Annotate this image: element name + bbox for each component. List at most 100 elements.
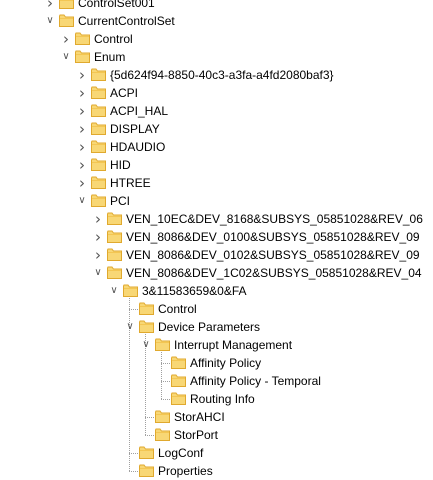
tree-item[interactable]: › HTREE bbox=[0, 174, 433, 192]
tree-item[interactable]: ∨ PCI bbox=[0, 192, 433, 210]
folder-icon bbox=[59, 14, 74, 27]
tree-item[interactable]: › VEN_10EC&DEV_8168&SUBSYS_05851028&REV_0… bbox=[0, 210, 433, 228]
tree-item[interactable]: Properties bbox=[0, 462, 433, 480]
tree-item-label: ACPI_HAL bbox=[110, 104, 169, 118]
tree-guide-line bbox=[129, 309, 138, 310]
folder-icon bbox=[139, 320, 154, 333]
tree-item[interactable]: StorAHCI bbox=[0, 408, 433, 426]
folder-icon bbox=[91, 194, 106, 207]
folder-icon bbox=[155, 428, 170, 441]
tree-guide-line bbox=[145, 435, 154, 436]
tree-item[interactable]: › DISPLAY bbox=[0, 120, 433, 138]
tree-guide-line bbox=[161, 363, 170, 364]
tree-item[interactable]: Affinity Policy - Temporal bbox=[0, 372, 433, 390]
chevron-down-icon[interactable]: ∨ bbox=[46, 15, 54, 26]
tree-item[interactable]: ∨ VEN_8086&DEV_1C02&SUBSYS_05851028&REV_0… bbox=[0, 264, 433, 282]
tree-item[interactable]: › ACPI bbox=[0, 84, 433, 102]
folder-icon bbox=[171, 356, 186, 369]
tree-item-label: VEN_8086&DEV_1C02&SUBSYS_05851028&REV_04 bbox=[126, 266, 422, 280]
tree-item-label: Enum bbox=[94, 50, 126, 64]
folder-icon bbox=[91, 104, 106, 117]
chevron-right-icon[interactable]: › bbox=[79, 102, 85, 120]
tree-item-label: HTREE bbox=[110, 176, 151, 190]
tree-item-label: PCI bbox=[110, 194, 131, 208]
chevron-down-icon[interactable]: ∨ bbox=[126, 321, 134, 332]
chevron-down-icon[interactable]: ∨ bbox=[78, 195, 86, 206]
chevron-down-icon[interactable]: ∨ bbox=[110, 285, 118, 296]
tree-item[interactable]: ∨ Interrupt Management bbox=[0, 336, 433, 354]
folder-icon bbox=[91, 86, 106, 99]
tree-item[interactable]: StorPort bbox=[0, 426, 433, 444]
tree-item[interactable]: › ACPI_HAL bbox=[0, 102, 433, 120]
chevron-down-icon[interactable]: ∨ bbox=[142, 339, 150, 350]
tree-item[interactable]: › VEN_8086&DEV_0102&SUBSYS_05851028&REV_0… bbox=[0, 246, 433, 264]
tree-item[interactable]: ∨ CurrentControlSet bbox=[0, 12, 433, 30]
tree-item-label: ACPI bbox=[110, 86, 139, 100]
tree-item-label: Interrupt Management bbox=[174, 338, 293, 352]
tree-item-label: HID bbox=[110, 158, 131, 172]
folder-icon bbox=[155, 338, 170, 351]
tree-guide-line bbox=[161, 399, 170, 400]
tree-guide-line bbox=[161, 352, 162, 399]
tree-item[interactable]: ∨3&11583659&0&FA bbox=[0, 282, 433, 300]
chevron-right-icon[interactable]: › bbox=[79, 120, 85, 138]
tree-item-label: StorAHCI bbox=[174, 410, 225, 424]
folder-icon bbox=[91, 158, 106, 171]
chevron-right-icon[interactable]: › bbox=[95, 246, 101, 264]
tree-item-label: Control bbox=[158, 302, 197, 316]
tree-item[interactable]: Routing Info bbox=[0, 390, 433, 408]
chevron-right-icon[interactable]: › bbox=[79, 138, 85, 156]
chevron-right-icon[interactable]: › bbox=[79, 84, 85, 102]
tree-item-label: VEN_8086&DEV_0102&SUBSYS_05851028&REV_09 bbox=[126, 248, 420, 262]
folder-icon bbox=[123, 284, 138, 297]
folder-icon bbox=[75, 32, 90, 45]
tree-item[interactable]: › {5d624f94-8850-40c3-a3fa-a4fd2080baf3} bbox=[0, 66, 433, 84]
folder-icon bbox=[91, 68, 106, 81]
tree-guide-line bbox=[129, 453, 138, 454]
tree-item[interactable]: ∨ Enum bbox=[0, 48, 433, 66]
tree-item[interactable]: › HID bbox=[0, 156, 433, 174]
folder-icon bbox=[171, 374, 186, 387]
tree-item-label: {5d624f94-8850-40c3-a3fa-a4fd2080baf3} bbox=[110, 68, 334, 82]
tree-item-label: StorPort bbox=[174, 428, 219, 442]
chevron-right-icon[interactable]: › bbox=[79, 156, 85, 174]
tree-guide-line bbox=[129, 298, 130, 471]
folder-icon bbox=[91, 176, 106, 189]
folder-icon bbox=[155, 410, 170, 423]
chevron-down-icon[interactable]: ∨ bbox=[94, 267, 102, 278]
tree-item-label: CurrentControlSet bbox=[78, 14, 175, 28]
tree-guide-line bbox=[129, 471, 138, 472]
folder-icon bbox=[107, 266, 122, 279]
tree-item-label: Affinity Policy bbox=[190, 356, 262, 370]
tree-item-label: ControlSet001 bbox=[78, 0, 155, 10]
chevron-right-icon[interactable]: › bbox=[95, 228, 101, 246]
folder-icon bbox=[75, 50, 90, 63]
tree-guide-line bbox=[145, 334, 146, 435]
folder-icon bbox=[171, 392, 186, 405]
tree-item[interactable]: ›VEN_8086&DEV_0100&SUBSYS_05851028&REV_0… bbox=[0, 228, 433, 246]
chevron-right-icon[interactable]: › bbox=[79, 66, 85, 84]
tree-item[interactable]: LogConf bbox=[0, 444, 433, 462]
chevron-down-icon[interactable]: ∨ bbox=[62, 51, 70, 62]
folder-icon bbox=[139, 464, 154, 477]
chevron-right-icon[interactable]: › bbox=[47, 0, 53, 12]
folder-icon bbox=[91, 140, 106, 153]
tree-item-label: VEN_10EC&DEV_8168&SUBSYS_05851028&REV_06 bbox=[126, 212, 423, 226]
tree-item[interactable]: › ControlSet001 bbox=[0, 0, 433, 12]
tree-item[interactable]: Affinity Policy bbox=[0, 354, 433, 372]
tree-item[interactable]: ∨Device Parameters bbox=[0, 318, 433, 336]
tree-item-label: LogConf bbox=[158, 446, 204, 460]
tree-item-label: DISPLAY bbox=[110, 122, 160, 136]
folder-icon bbox=[107, 248, 122, 261]
folder-icon bbox=[91, 122, 106, 135]
tree-guide-line bbox=[161, 381, 170, 382]
chevron-right-icon[interactable]: › bbox=[63, 30, 69, 48]
tree-item-label: Routing Info bbox=[190, 392, 255, 406]
tree-item[interactable]: ›HDAUDIO bbox=[0, 138, 433, 156]
tree-item[interactable]: ›Control bbox=[0, 30, 433, 48]
chevron-right-icon[interactable]: › bbox=[79, 174, 85, 192]
tree-guide-line bbox=[145, 417, 154, 418]
chevron-right-icon[interactable]: › bbox=[95, 210, 101, 228]
tree-item[interactable]: Control bbox=[0, 300, 433, 318]
